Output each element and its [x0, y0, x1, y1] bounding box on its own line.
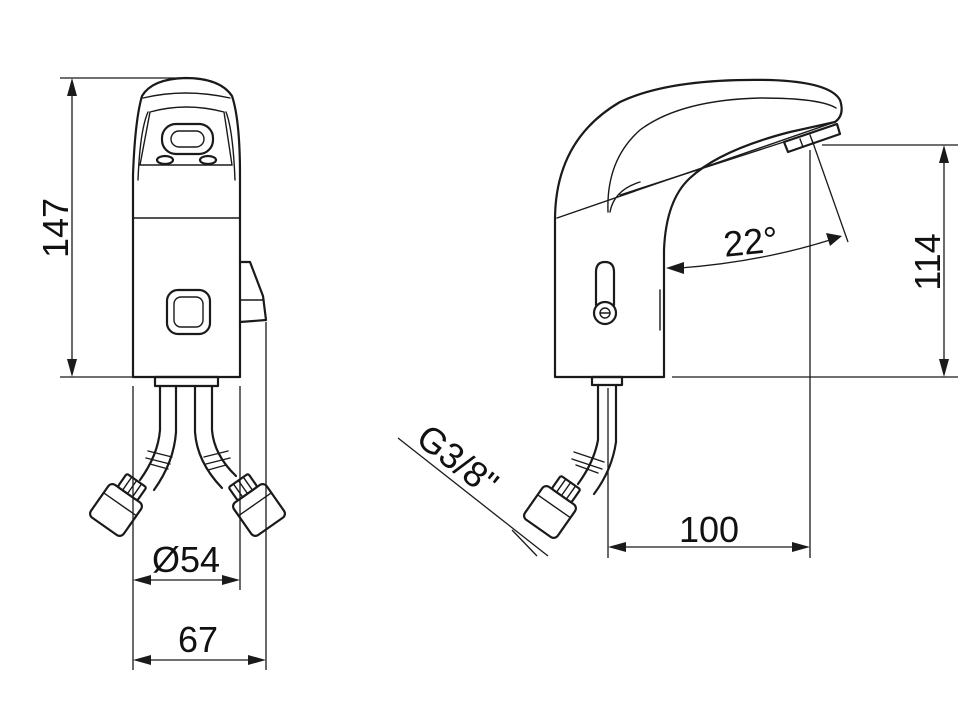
- dimension-diameter-54-label: Ø54: [152, 539, 220, 580]
- front-button-inner: [173, 296, 204, 328]
- side-base-ring: [590, 375, 624, 387]
- dimension-67: 67: [133, 322, 267, 670]
- side-body-outline: [553, 78, 843, 379]
- side-hose-inner: [592, 383, 618, 496]
- dimension-114: 114: [672, 144, 958, 378]
- front-face-plate: [139, 106, 233, 166]
- sensor-dot-right: [198, 154, 218, 166]
- spout-inner-curve: [609, 181, 641, 213]
- dimension-thread-label: G3/8": [409, 416, 506, 504]
- hose-right-outer: [210, 384, 238, 478]
- hose-crimp-marks: [145, 450, 231, 471]
- side-hose-nut: [523, 475, 581, 539]
- aerator-mark-1: [799, 138, 804, 148]
- sensor-window: [160, 122, 215, 156]
- dimension-thread: G3/8": [397, 416, 549, 557]
- side-lever: [594, 260, 616, 307]
- hose-left-inner: [152, 384, 178, 492]
- dimension-114-label: 114: [907, 233, 948, 290]
- aerator: [782, 122, 842, 154]
- dimension-100-label: 100: [679, 509, 739, 550]
- spout-top-contour: [607, 97, 837, 213]
- dimension-angle-22-label: 22°: [721, 218, 779, 264]
- front-top-contour: [142, 92, 231, 99]
- dimension-67-label: 67: [178, 619, 218, 660]
- sensor-dot-left: [155, 154, 175, 166]
- spout-bottom-contour: [619, 139, 791, 196]
- front-base-ring: [153, 375, 220, 388]
- side-hose-outer: [576, 383, 600, 486]
- side-view: [523, 78, 843, 539]
- front-button: [165, 288, 212, 336]
- front-body-contour-left: [137, 111, 149, 181]
- left-hose-nut: [89, 473, 147, 537]
- dimension-147: 147: [35, 77, 185, 378]
- dimension-147-label: 147: [35, 198, 76, 258]
- dimension-diameter-54: Ø54: [132, 386, 241, 670]
- front-view: [89, 76, 286, 537]
- front-body-outline: [131, 76, 242, 379]
- sensor-lens: [170, 130, 205, 148]
- dimension-angle-22: 22°: [666, 139, 849, 274]
- side-hose-crimp-marks: [571, 451, 605, 474]
- hose-right-inner: [193, 384, 224, 490]
- front-body-contour-right: [225, 111, 236, 181]
- dimension-100: 100: [607, 150, 811, 558]
- hose-left-outer: [138, 384, 162, 482]
- side-knob: [238, 260, 268, 324]
- right-hose-nut: [228, 473, 286, 537]
- side-lever-hub: [592, 300, 618, 326]
